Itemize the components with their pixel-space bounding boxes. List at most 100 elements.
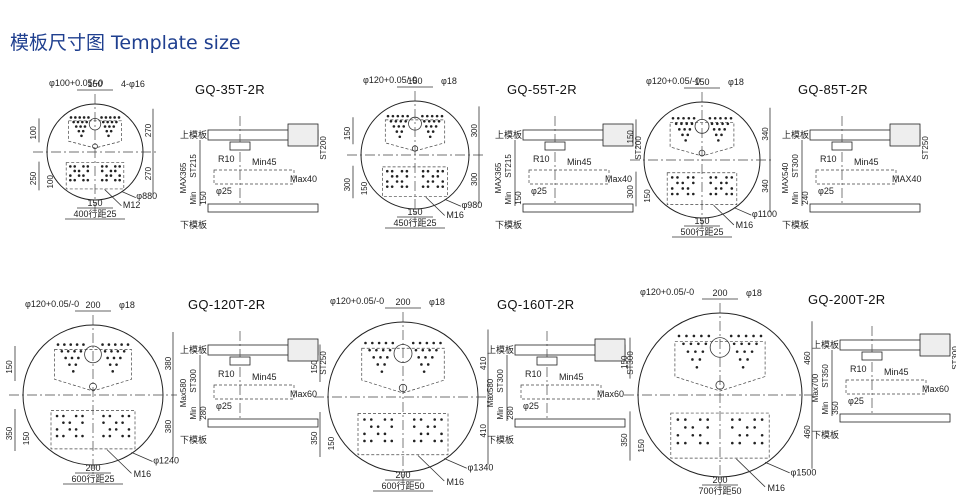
- top-span-label: 200: [395, 297, 410, 307]
- tapped-hole: [677, 334, 681, 338]
- tapped-hole: [397, 125, 401, 128]
- left-lower-a-label: 300: [343, 177, 352, 191]
- tapped-hole: [730, 187, 734, 190]
- tapped-hole: [745, 433, 749, 437]
- min45-label: Min45: [854, 157, 879, 167]
- tapped-hole: [420, 363, 423, 366]
- tapped-hole: [385, 169, 389, 173]
- tapped-hole: [104, 116, 108, 119]
- tapped-hole: [383, 432, 387, 436]
- tapped-hole: [676, 176, 679, 179]
- lower-plate-label: 下模板: [180, 434, 207, 445]
- tapped-hole: [71, 370, 75, 373]
- tapped-hole: [74, 116, 77, 119]
- model-label: GQ-160T-2R: [497, 297, 574, 312]
- tapped-hole: [62, 421, 65, 424]
- tapped-hole: [706, 418, 709, 421]
- tapped-hole: [108, 434, 112, 438]
- tapped-hole: [720, 133, 723, 137]
- hole-spec-label: φ18: [429, 297, 445, 307]
- tapped-hole: [118, 165, 121, 168]
- tapped-hole: [364, 341, 367, 345]
- mold-body: [520, 384, 602, 400]
- tapped-hole: [726, 122, 730, 126]
- lower-plate-label: 下模板: [487, 434, 514, 445]
- max-gap-label: Max40: [605, 174, 632, 184]
- center-hole: [411, 145, 419, 152]
- tapped-hole: [428, 135, 432, 139]
- max-label: MAX365: [179, 162, 188, 193]
- tapped-hole: [425, 114, 429, 118]
- lower-mold-outline: [50, 410, 136, 450]
- tapped-hole: [73, 169, 77, 173]
- bore-diameter-label: φ100+0.05/-0: [49, 78, 103, 88]
- tapped-hole: [700, 334, 703, 338]
- tapped-hole: [390, 169, 394, 173]
- tapped-hole: [73, 165, 77, 168]
- tapped-hole: [63, 343, 66, 346]
- dia-leader: [764, 461, 790, 474]
- tapped-hole: [72, 120, 75, 124]
- tapped-hole: [77, 169, 81, 173]
- tapped-hole: [118, 174, 121, 177]
- tapped-hole: [401, 114, 405, 118]
- tapped-hole: [102, 421, 105, 424]
- hole-spec-label: φ18: [441, 76, 457, 86]
- min-label: Min: [821, 402, 830, 415]
- tapped-hole: [369, 418, 373, 421]
- upper-plate-block: [287, 123, 319, 147]
- tapped-hole: [64, 356, 67, 360]
- tapped-hole: [127, 434, 131, 438]
- tapped-hole: [680, 122, 683, 126]
- tapped-hole: [383, 439, 387, 443]
- tapped-hole: [681, 181, 685, 185]
- right-upper-label: 340: [761, 127, 770, 141]
- tapped-hole: [691, 358, 694, 361]
- tapped-hole: [388, 348, 392, 352]
- tapped-hole: [698, 358, 702, 361]
- tapped-hole: [685, 334, 688, 338]
- max-label: Max580: [179, 378, 188, 407]
- pitch-label: 700行距50: [698, 485, 741, 495]
- page-title: 模板尺寸图 Template size: [10, 32, 241, 54]
- st-label: ST250: [319, 351, 328, 375]
- tapped-hole: [113, 178, 117, 182]
- tapped-hole: [714, 176, 718, 179]
- tapped-hole: [426, 130, 430, 133]
- tapped-hole: [670, 187, 674, 190]
- tapped-hole: [424, 356, 427, 359]
- top-span-label: 200: [712, 288, 727, 298]
- max-gap-label: Max60: [290, 389, 317, 399]
- tapped-hole: [723, 128, 726, 131]
- tapped-hole: [753, 426, 756, 429]
- model-label: GQ-120T-2R: [188, 297, 265, 312]
- tapped-hole: [695, 365, 699, 369]
- tapped-hole: [684, 441, 687, 445]
- tapped-hole: [678, 128, 681, 131]
- left-upper-label: 100: [29, 126, 38, 140]
- tapped-hole: [418, 341, 422, 345]
- bolt-label: M16: [447, 477, 465, 487]
- model-label: GQ-200T-2R: [808, 292, 885, 307]
- tapped-hole: [73, 178, 77, 182]
- tapped-hole: [686, 133, 690, 137]
- tapped-hole: [55, 428, 59, 431]
- min-label: Min: [504, 192, 513, 205]
- tapped-hole: [412, 439, 416, 443]
- tapped-hole: [390, 175, 394, 178]
- upper-plate-block: [602, 123, 634, 147]
- tapped-hole: [684, 418, 687, 421]
- lower-mold-outline: [357, 413, 449, 456]
- upper-plate-block: [889, 123, 921, 147]
- tapped-hole: [108, 116, 112, 119]
- min-value-label: 280: [199, 406, 208, 420]
- lower-plate-label: 下模板: [782, 219, 809, 230]
- tapped-hole: [121, 414, 124, 418]
- hole-spec-label: 4-φ16: [121, 79, 145, 89]
- tapped-hole: [750, 350, 754, 353]
- center-bore: [84, 345, 102, 364]
